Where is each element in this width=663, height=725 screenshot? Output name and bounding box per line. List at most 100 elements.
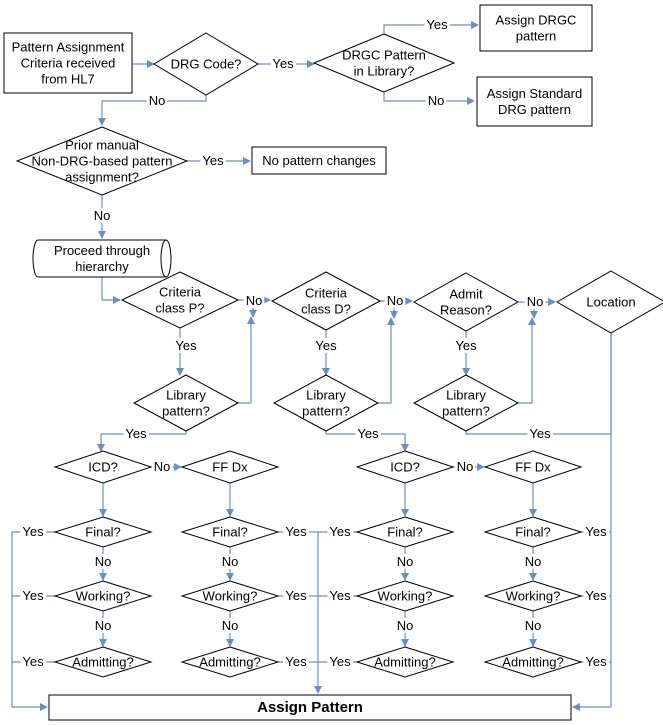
edge-label-yes: Yes (585, 524, 607, 539)
node-text: class P? (155, 301, 204, 316)
edge-label-no: No (94, 208, 111, 223)
node-working-1: Working? (53, 580, 153, 612)
edge-label-no: No (95, 618, 112, 633)
edge-label-bg (92, 618, 114, 633)
node-text: ICD? (88, 460, 118, 475)
edge-label-bg (355, 426, 382, 441)
edge-label-yes: Yes (329, 588, 351, 603)
decision-diamond (483, 450, 583, 484)
edge-line (238, 316, 255, 404)
node-box (48, 694, 572, 721)
node-final-4: Final? (483, 516, 583, 548)
node-text: Proceed through (54, 243, 150, 258)
node-text: pattern (516, 29, 556, 44)
edge-label-no: No (222, 618, 239, 633)
node-text: Admitting? (374, 655, 435, 670)
decision-diamond (180, 580, 280, 612)
decision-diamond (312, 33, 456, 93)
node-text: Non-DRG-based pattern (32, 154, 173, 169)
decision-diamond (180, 516, 280, 548)
node-text: from HL7 (41, 72, 94, 87)
node-text: DRGC Pattern (342, 48, 426, 63)
edge-label-bg (20, 654, 47, 669)
edge-label-yes: Yes (202, 153, 224, 168)
node-text: Prior manual (65, 138, 139, 153)
edge-label-bg (453, 338, 480, 353)
node-ffdx-2: FF Dx (483, 450, 583, 484)
node-text: Library (306, 388, 346, 403)
edge-label-bg (327, 524, 354, 539)
edge-label-bg (394, 618, 416, 633)
edge-label-bg (283, 654, 310, 669)
node-text: in Library? (354, 64, 415, 79)
decision-diamond (412, 272, 520, 332)
node-icd-1: ICD? (53, 450, 153, 484)
node-text: Assign DRGC (496, 13, 577, 28)
node-text: No pattern changes (262, 153, 376, 168)
node-working-4: Working? (483, 580, 583, 612)
edge-label-no: No (149, 93, 166, 108)
node-text: pattern? (302, 404, 350, 419)
edge-label-bg (327, 654, 354, 669)
node-text: hierarchy (75, 259, 129, 274)
edge-label-no: No (246, 293, 263, 308)
edge-label-yes: Yes (125, 426, 147, 441)
edge-label-no: No (525, 554, 542, 569)
edge-label-yes: Yes (529, 426, 551, 441)
edge-label-bg (425, 93, 447, 108)
edge-label-bg (151, 459, 173, 474)
edge-label-bg (424, 17, 451, 32)
node-admitting-1: Admitting? (53, 646, 153, 678)
node-text: Admitting? (199, 655, 260, 670)
node-text: Reason? (440, 303, 492, 318)
node-working-2: Working? (180, 580, 280, 612)
edge-label-bg (219, 554, 241, 569)
node-drg-code: DRG Code? (153, 32, 259, 96)
decision-diamond (355, 450, 455, 484)
edge-label-no: No (457, 459, 474, 474)
node-text: Working? (506, 589, 561, 604)
node-text: Final? (515, 525, 550, 540)
node-ffdx-1: FF Dx (180, 450, 280, 484)
decision-diamond (412, 374, 520, 432)
edge-label-bg (20, 588, 47, 603)
edge-line (378, 317, 395, 404)
decision-diamond (180, 450, 280, 484)
decision-diamond (483, 516, 583, 548)
node-working-3: Working? (355, 580, 455, 612)
edge-label-bg (243, 293, 265, 308)
edge-label-yes: Yes (22, 654, 44, 669)
node-text: Working? (76, 589, 131, 604)
edge-label-bg (522, 554, 544, 569)
node-admitting-4: Admitting? (483, 646, 583, 678)
node-text: Final? (85, 525, 120, 540)
node-text: Assign Pattern (257, 699, 363, 716)
node-admitting-2: Admitting? (180, 646, 280, 678)
node-text: Criteria (305, 286, 348, 301)
node-text: DRG pattern (498, 102, 571, 117)
edge-label-bg (91, 208, 113, 223)
edge-label-bg (283, 588, 310, 603)
edge-label-yes: Yes (585, 654, 607, 669)
edge-label-bg (283, 524, 310, 539)
edge-label-yes: Yes (426, 17, 448, 32)
node-text: Working? (378, 589, 433, 604)
edge-line (518, 317, 536, 404)
edge-label-bg (454, 459, 476, 474)
edge-label-no: No (428, 93, 445, 108)
edge-line (572, 333, 612, 711)
decision-diamond (355, 580, 455, 612)
node-text: Final? (387, 525, 422, 540)
decision-diamond (355, 646, 455, 678)
node-text: Location (586, 295, 635, 310)
edge-label-bg (394, 554, 416, 569)
edge-label-bg (313, 338, 340, 353)
edge-label-bg (583, 524, 610, 539)
